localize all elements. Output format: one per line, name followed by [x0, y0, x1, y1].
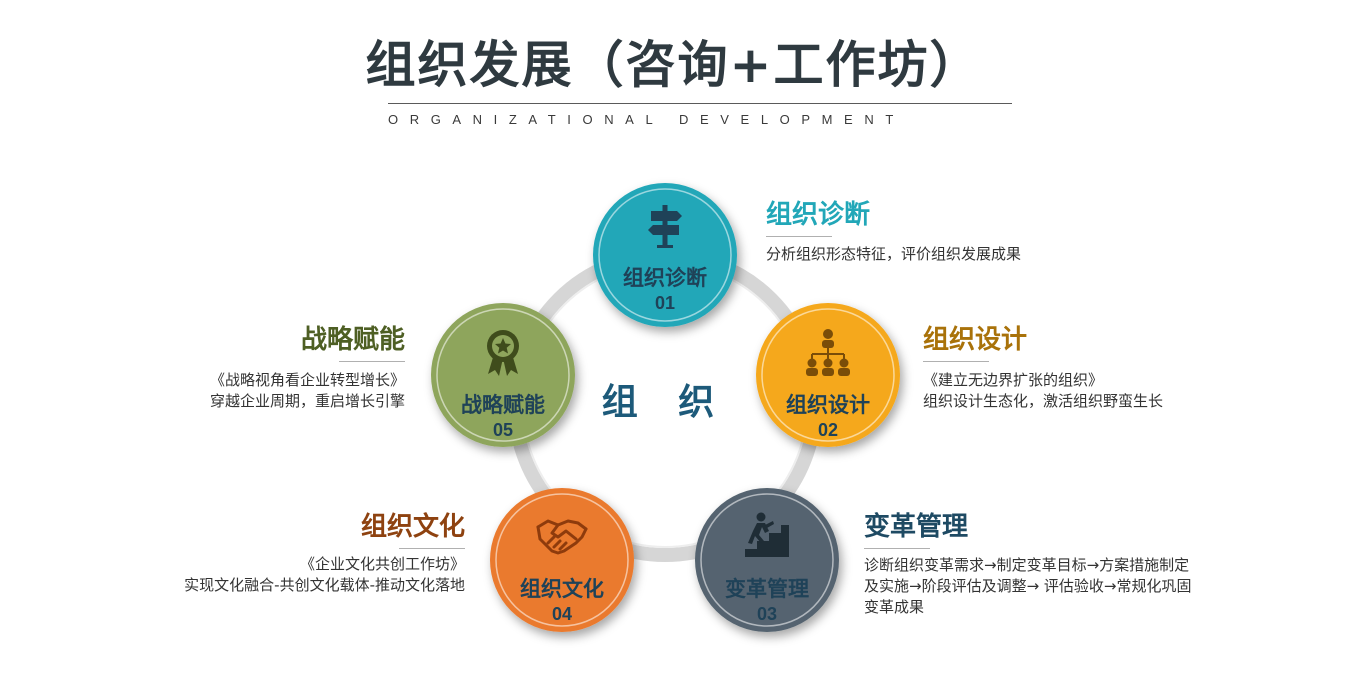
handshake-icon: [536, 519, 588, 555]
node-number-5: 05: [492, 420, 514, 440]
desc-text-1-line-1: 分析组织形态特征，评价组织发展成果: [766, 245, 1022, 263]
page-subtitle: ORGANIZATIONAL DEVELOPMENT: [388, 112, 905, 127]
desc-title-5: 战略赋能: [300, 325, 405, 355]
stairs-runner-icon: [745, 512, 789, 557]
desc-title-4: 组织文化: [360, 512, 465, 542]
signpost-icon: [648, 205, 682, 248]
award-badge-icon: [487, 330, 519, 376]
desc-divider-5: [339, 361, 405, 362]
node-label-1: 组织诊断: [623, 266, 707, 290]
node-circle-3[interactable]: [695, 488, 839, 632]
desc-title-1: 组织诊断: [766, 200, 871, 230]
node-ring-3: [700, 493, 834, 627]
desc-divider-3: [864, 548, 930, 549]
desc-text-4-line-2: 实现文化融合-共创文化载体-推动文化落地: [184, 576, 465, 594]
node-ring-2: [761, 308, 895, 442]
desc-title-3: 变革管理: [864, 512, 969, 542]
node-circle-1[interactable]: [593, 183, 737, 327]
desc-title-2: 组织设计: [923, 325, 1028, 355]
node-number-4: 04: [551, 604, 573, 624]
desc-divider-4: [399, 548, 465, 549]
node-circle-4[interactable]: [490, 488, 634, 632]
desc-text-5-line-1: 《战略视角看企业转型增长》: [209, 371, 405, 389]
desc-text-3-line-2: 及实施→阶段评估及调整→ 评估验收→常规化巩固: [864, 577, 1192, 595]
desc-text-3-line-3: 变革成果: [864, 598, 925, 616]
desc-divider-1: [766, 236, 832, 237]
center-label: 组 织: [601, 382, 729, 423]
node-ring-4: [495, 493, 629, 627]
page-title: 组织发展（咨询+工作坊）: [365, 36, 982, 94]
desc-text-4-line-1: 《企业文化共创工作坊》: [299, 555, 465, 573]
node-number-3: 03: [756, 604, 778, 624]
desc-text-5-line-2: 穿越企业周期，重启增长引擎: [209, 392, 405, 410]
desc-text-3-line-1: 诊断组织变革需求→制定变革目标→方案措施制定: [864, 556, 1190, 574]
title-divider: [388, 103, 1012, 104]
node-ring-1: [598, 188, 732, 322]
node-label-3: 变革管理: [725, 577, 809, 601]
desc-text-2-line-2: 组织设计生态化，激活组织野蛮生长: [923, 392, 1164, 410]
node-label-2: 组织设计: [786, 393, 870, 417]
node-circle-5[interactable]: [431, 303, 575, 447]
node-label-5: 战略赋能: [461, 393, 545, 417]
node-label-4: 组织文化: [520, 577, 604, 601]
node-ring-5: [436, 308, 570, 442]
node-number-2: 02: [817, 420, 839, 440]
desc-text-2-line-1: 《建立无边界扩张的组织》: [923, 371, 1104, 389]
desc-divider-2: [923, 361, 989, 362]
node-number-1: 01: [654, 293, 676, 313]
org-chart-icon: [806, 329, 850, 376]
